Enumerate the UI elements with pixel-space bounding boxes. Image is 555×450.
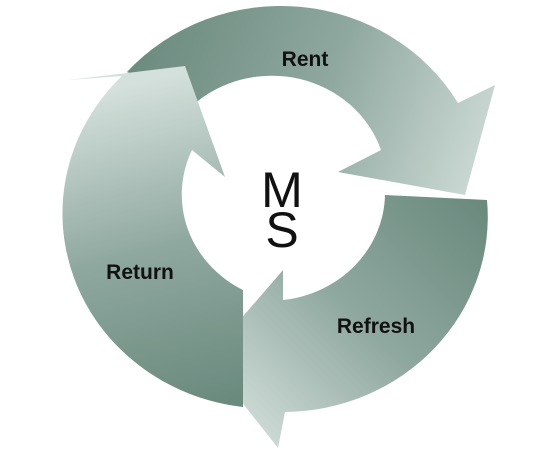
center-letter-s: S xyxy=(265,202,298,258)
return-label: Return xyxy=(106,261,174,284)
refresh-arrow xyxy=(207,195,488,448)
return-arrow xyxy=(62,66,243,407)
refresh-label: Refresh xyxy=(337,315,415,338)
rent-arrow xyxy=(127,5,495,195)
rent-label: Rent xyxy=(282,48,329,71)
center-letter-m: M xyxy=(261,162,303,218)
